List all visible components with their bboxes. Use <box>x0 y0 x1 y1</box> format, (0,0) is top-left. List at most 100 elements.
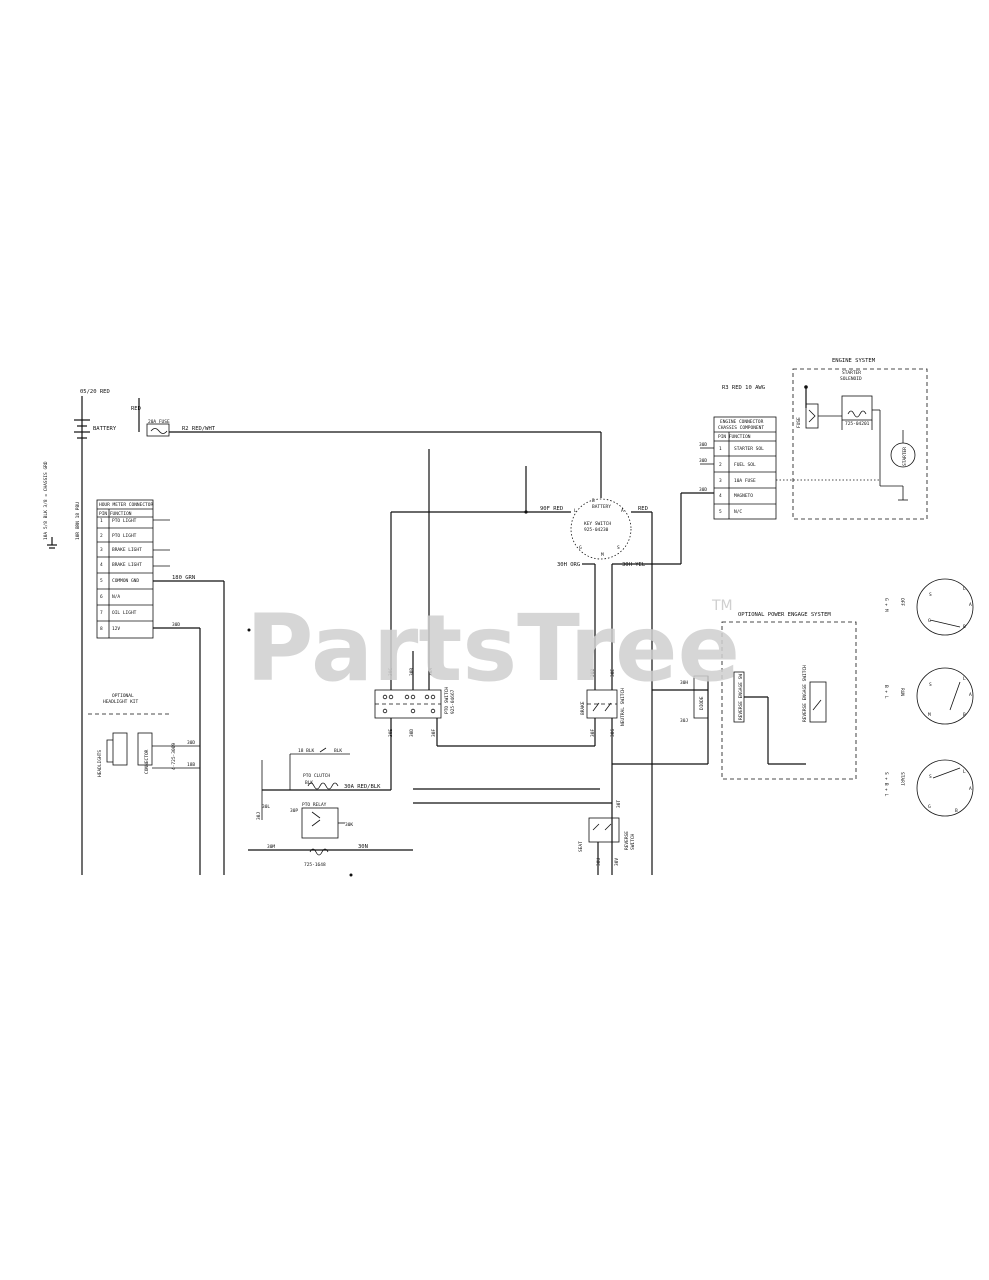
hour-meter-row-1: 1 PTO LIGHT <box>100 518 170 524</box>
engine-connector-row-5: 5 N/C <box>719 509 742 515</box>
battery-neg-wire2-label: 10R BRN 18 PBU <box>75 502 81 540</box>
hour-meter-row-6: 6 N/A <box>100 594 120 600</box>
hour-meter-row-2: 2 PTO LIGHT <box>100 533 137 539</box>
engine-connector: R3 RED 10 AWG ENGINE CONNECTOR CHASSIS C… <box>699 385 880 520</box>
key-switch-label: KEY SWITCH <box>584 521 611 527</box>
svg-text:TM: TM <box>711 598 733 614</box>
seat-switch-label: SEAT <box>578 841 584 852</box>
svg-text:A: A <box>969 692 972 698</box>
svg-text:S: S <box>929 592 932 598</box>
switch-position-off: OFF G + M S L A B G <box>883 578 974 636</box>
engine-connector-subtitle: CHASSIS COMPONENT <box>718 425 764 431</box>
seat-switch: SEAT REVERSE SWITCH 30T 30U 30V <box>413 788 636 875</box>
svg-text:30P: 30P <box>290 808 298 814</box>
svg-text:B: B <box>963 712 966 718</box>
svg-text:L: L <box>963 769 966 775</box>
key-switch-wire-right: RED <box>638 506 648 512</box>
svg-text:12V: 12V <box>112 626 120 632</box>
brake-switch-label: BRAKE <box>580 701 586 715</box>
engine-connector-row-1: 1 STARTER SOL <box>719 446 764 452</box>
starter-label: STARTER <box>902 447 908 466</box>
battery: 05/20 RED BATTERY 10A 5/8 BLK 3/8 = CHAS… <box>43 389 117 875</box>
svg-text:OIL LIGHT: OIL LIGHT <box>112 610 137 616</box>
switch-position-start: START S + B + L S L A G B <box>883 759 974 817</box>
hour-meter-row-4: 4 BRAKE LIGHT <box>100 562 170 568</box>
svg-text:1: 1 <box>100 518 103 524</box>
engine-system: ENGINE SYSTEM STARTER SOLENOID 725-04201… <box>792 358 928 520</box>
svg-text:FUEL SOL: FUEL SOL <box>734 462 756 468</box>
key-switch-wire-left-bottom: 30H ORG <box>557 562 580 568</box>
pto-relay-label: PTO RELAY <box>302 802 327 808</box>
pto-switch-label: PTO SWITCH <box>444 687 450 714</box>
svg-text:B + L: B + L <box>883 685 889 699</box>
battery-label: BATTERY <box>93 426 117 432</box>
svg-text:30N: 30N <box>358 844 368 850</box>
svg-text:10A FUSE: 10A FUSE <box>734 478 756 484</box>
brake-switch-sublabel: NEUTRAL SWITCH <box>620 688 626 726</box>
svg-text:30J: 30J <box>680 718 688 724</box>
pto-clutch-wire4: BLK <box>334 748 342 754</box>
starter-solenoid-title: STARTER <box>842 370 861 376</box>
reverse-switch-label: REVERSE <box>624 831 630 850</box>
svg-text:6: 6 <box>100 594 103 600</box>
svg-text:30J: 30J <box>256 812 262 820</box>
optional-power-title: OPTIONAL POWER ENGAGE SYSTEM <box>738 612 831 618</box>
optional-power-engage: OPTIONAL POWER ENGAGE SYSTEM REVERSE ENG… <box>721 612 857 780</box>
svg-text:30L: 30L <box>262 804 270 810</box>
svg-text:30D: 30D <box>699 487 707 493</box>
svg-text:2: 2 <box>100 533 103 539</box>
headlight-label: HEADLIGHTS <box>97 750 103 777</box>
headlight-kit: OPTIONAL HEADLIGHT KIT HEADLIGHTS CONNEC… <box>88 693 200 777</box>
svg-text:30V: 30V <box>614 858 620 866</box>
svg-text:30B: 30B <box>590 669 596 677</box>
hour-meter-row-8: 8 12V <box>100 626 120 632</box>
pto-relay-part: 725-1648 <box>304 862 326 868</box>
svg-text:L: L <box>574 508 577 514</box>
svg-text:BRAKE LIGHT: BRAKE LIGHT <box>112 547 142 553</box>
svg-text:5: 5 <box>100 578 103 584</box>
key-switch-battery: BATTERY <box>592 504 611 510</box>
svg-text:A: A <box>969 602 972 608</box>
svg-text:3: 3 <box>100 547 103 553</box>
engine-connector-title: ENGINE CONNECTOR <box>720 419 764 425</box>
svg-text:30B: 30B <box>409 668 415 676</box>
svg-text:S: S <box>617 545 620 551</box>
svg-text:18B: 18B <box>187 762 195 768</box>
svg-text:G + M: G + M <box>883 598 889 612</box>
svg-text:30F: 30F <box>590 729 596 737</box>
engine-connector-row-4: 4 MAGNETO <box>719 493 753 499</box>
engine-connector-row-2: 2 FUEL SOL <box>719 462 756 468</box>
svg-text:G: G <box>928 618 931 624</box>
svg-text:30U: 30U <box>596 858 602 866</box>
svg-text:M: M <box>928 712 931 718</box>
svg-text:30F: 30F <box>431 729 437 737</box>
svg-text:30D: 30D <box>172 622 180 628</box>
svg-text:PTO LIGHT: PTO LIGHT <box>112 518 137 524</box>
hour-meter-row-5: 5 COMMON GND <box>100 578 139 584</box>
svg-text:A: A <box>621 508 624 514</box>
pto-clutch-wire3: 18 BLK <box>298 748 315 754</box>
svg-text:30D: 30D <box>699 458 707 464</box>
svg-text:7: 7 <box>100 610 103 616</box>
diode-label: DIODE <box>699 696 705 710</box>
svg-text:MAGNETO: MAGNETO <box>734 493 753 499</box>
svg-text:B: B <box>955 808 958 814</box>
brake-switch: BRAKE NEUTRAL SWITCH 30B 30E 30F 30G <box>580 669 708 875</box>
fuse-wire-label: RED <box>131 406 141 412</box>
svg-text:S: S <box>929 774 932 780</box>
pto-switch-part: 925-04667 <box>450 689 456 714</box>
pto-clutch-wire: BLK <box>305 780 313 786</box>
svg-text:4-725-3009: 4-725-3009 <box>171 743 177 770</box>
diode: DIODE 30H 30J <box>652 675 709 764</box>
key-switch-part: 925-04230 <box>584 527 609 533</box>
pto-relay: 30J PTO RELAY 725-1648 30K 30L 30M 30N 3… <box>248 760 413 877</box>
svg-text:N/C: N/C <box>734 509 742 515</box>
svg-text:30K: 30K <box>345 822 353 828</box>
svg-text:30D: 30D <box>409 729 415 737</box>
svg-text:4: 4 <box>719 493 722 499</box>
fuse-label: 20A FUSE <box>148 419 170 425</box>
engine-system-title: ENGINE SYSTEM <box>832 358 876 364</box>
svg-text:OFF: OFF <box>899 598 905 606</box>
grn-wire-label: 180 GRN <box>172 575 195 581</box>
